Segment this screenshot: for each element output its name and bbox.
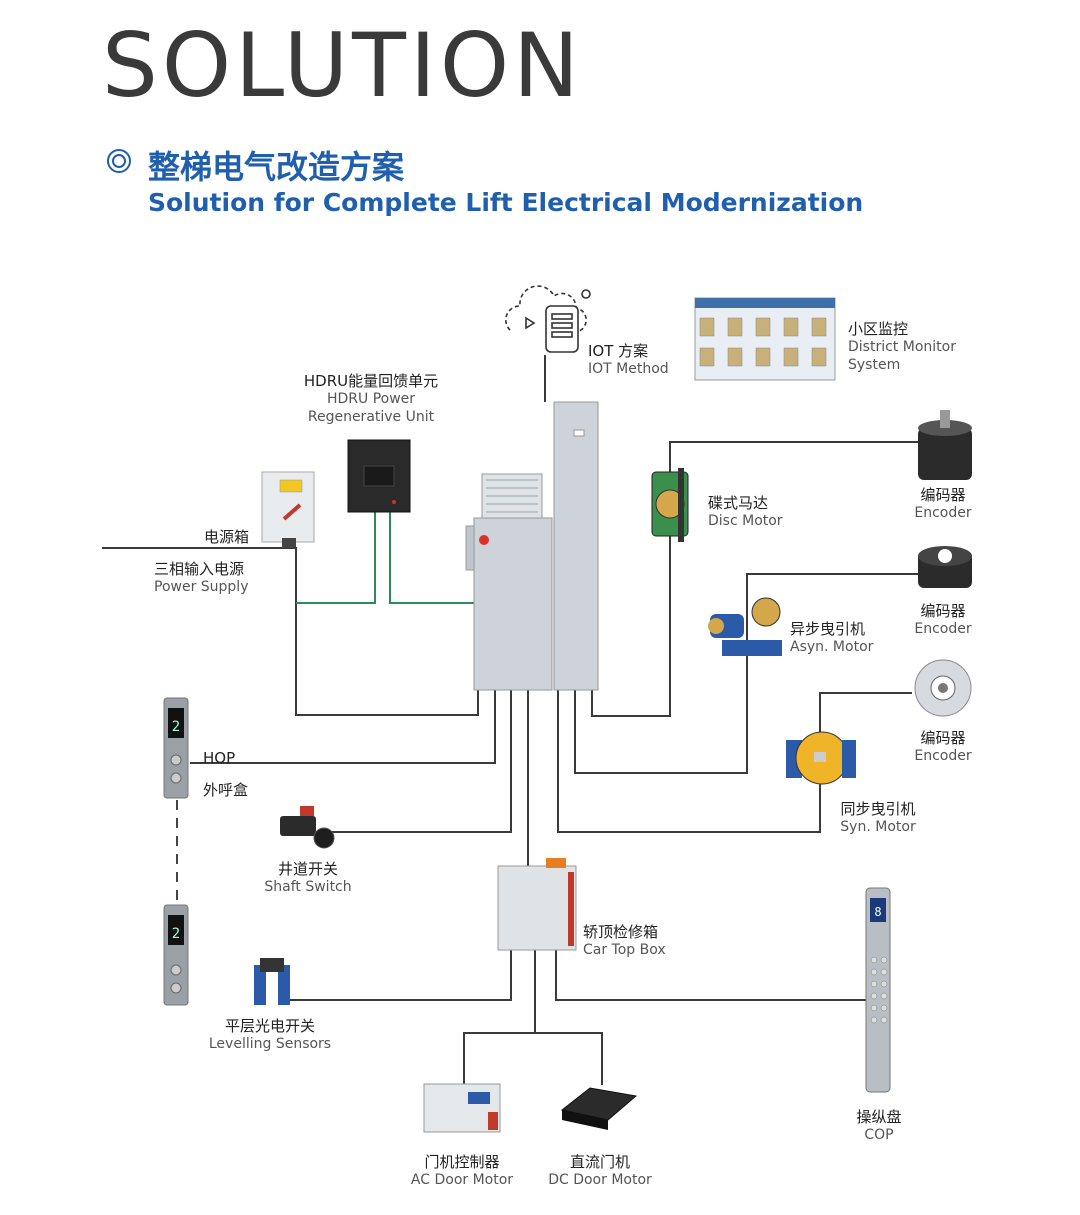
monitor-tiles xyxy=(699,317,827,367)
hop-floor-display-lower: 2 xyxy=(172,926,180,942)
hdru-line-1 xyxy=(296,510,376,604)
hdru-device xyxy=(347,439,411,513)
levelling-sensors-device xyxy=(254,958,290,1005)
subtitle-english: Solution for Complete Lift Electrical Mo… xyxy=(148,188,864,217)
hdru-line-2 xyxy=(389,510,474,604)
power-line xyxy=(102,547,479,716)
shaft-switch-line xyxy=(330,690,512,833)
control-cabinet-device xyxy=(465,401,599,691)
shaft-switch-device xyxy=(280,806,335,849)
cop-device xyxy=(865,887,891,1093)
ac-door-controller-device xyxy=(423,1083,501,1133)
power-box-label: 电源箱 xyxy=(204,528,250,546)
encoder-device-3 xyxy=(914,659,972,717)
hdru-lines xyxy=(296,510,474,604)
syn-motor-device xyxy=(786,731,856,785)
cop-line xyxy=(555,950,866,1001)
disc-motor-device xyxy=(651,468,689,542)
syn-motor-line xyxy=(557,690,912,833)
hdru-label: HDRU能量回馈单元 HDRU Power Regenerative Unit xyxy=(303,372,439,425)
encoder-device-2 xyxy=(918,546,972,588)
door-branch-line xyxy=(463,1032,603,1085)
encoder-device-1 xyxy=(918,410,972,480)
asyn-motor-line xyxy=(574,573,918,774)
hop-panel-upper xyxy=(163,697,189,799)
cop-buttons xyxy=(870,956,888,1024)
wiring-lines xyxy=(102,355,918,1085)
subtitle-chinese: 整梯电气改造方案 xyxy=(148,148,405,186)
car-top-box-device xyxy=(497,858,577,951)
district-monitor-label: 小区监控 District Monitor System xyxy=(848,320,956,373)
asyn-motor-device xyxy=(708,597,782,656)
page-title: SOLUTION xyxy=(102,14,583,117)
power-box-device xyxy=(261,471,315,548)
circle-bullet-icon xyxy=(107,149,131,173)
iot-cloud-icon xyxy=(505,285,591,353)
dc-door-motor-device xyxy=(560,1087,638,1130)
cop-floor-display: 8 xyxy=(874,905,881,919)
levelling-line xyxy=(290,950,512,1001)
hop-line xyxy=(190,690,496,764)
hop-panel-lower xyxy=(163,904,189,1006)
district-monitor-screen xyxy=(694,297,836,381)
hop-floor-display-upper: 2 xyxy=(172,719,180,735)
disc-motor-line xyxy=(591,441,918,717)
